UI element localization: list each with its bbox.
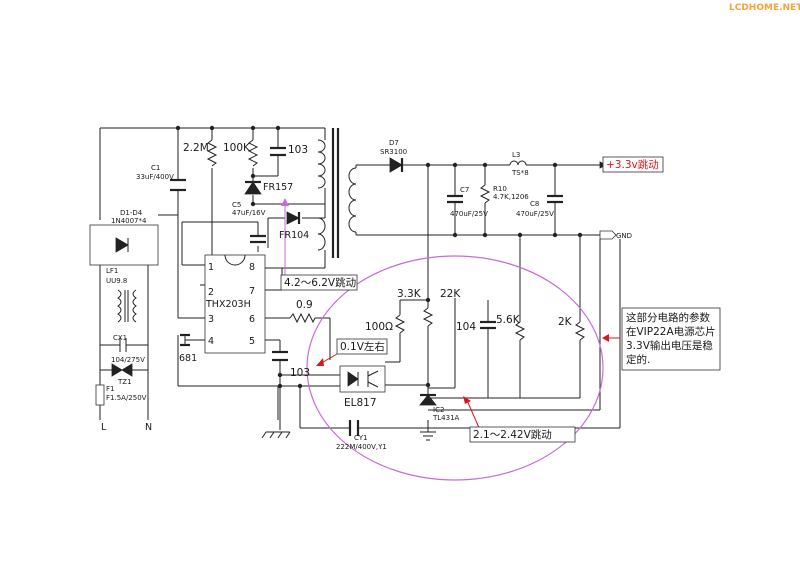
label-ic-pin-8: 8 [249,262,255,273]
pointer-tl431 [465,397,481,431]
label-c7-value: 470uF/25V [450,210,488,218]
transformer [317,128,600,258]
component-labels: C1 33uF/400V D1-D4 1N4007*4 LF1 UU9.8 CX… [101,139,632,451]
label-ic-pin-2: 2 [208,287,214,298]
highlight-ellipse [306,255,604,481]
label-lf1-value: UU9.8 [106,277,127,285]
ic-thx203h [204,254,266,354]
label-ic-pin-4: 4 [208,336,214,347]
label-ic2-value: TL431A [432,414,460,422]
optocoupler-el817 [339,365,386,393]
annotation-pin-voltage: 4.2～6.2V跳动 [284,276,356,289]
annotation-note-line-1: 这部分电路的参数 [626,311,710,324]
diode-fr104 [286,211,300,225]
secondary-winding [348,167,357,233]
label-5k6: 5.6K [496,314,521,326]
label-ic-pin-6: 6 [249,314,255,325]
label-l3-name: L3 [512,151,520,159]
label-cx1: CX1 [113,334,127,342]
annotation-box-opto [336,338,388,355]
label-c8-value: 470uF/25V [516,210,554,218]
annotation-note-line-4: 定的. [626,353,650,366]
resistor-0r9 [289,312,316,324]
resistor-r10 [479,184,491,204]
label-c8-name: C8 [530,200,539,208]
label-c1-name: C1 [151,164,160,172]
label-lf1-name: LF1 [106,267,118,275]
diode-fr157 [244,181,262,195]
label-el817: EL817 [344,397,377,409]
label-2m2: 2.2M [183,142,209,154]
aux-winding [317,217,326,251]
label-22k: 22K [440,288,461,300]
label-0r9: 0.9 [296,299,313,311]
label-fr157: FR157 [263,182,293,193]
annotation-box-output [602,156,664,173]
resistor-3k3 [422,307,434,327]
label-cy1-value: 222M/400V,Y1 [336,443,387,451]
label-cy1-name: CY1 [354,434,368,442]
annotation-box-tl431 [469,426,576,443]
annotation-labels: +3.3v跳动 4.2～6.2V跳动 0.1V左右 2.1～2.42V跳动 这部… [284,158,716,441]
label-ic-pin-5: 5 [249,336,255,347]
label-l3-value: TS*8 [511,169,529,177]
label-3k3: 3.3K [397,288,422,300]
annotation-output-voltage: +3.3v跳动 [606,158,659,171]
gnd-terminal [599,230,617,240]
diode-d7 [389,157,403,173]
label-100k: 100K [223,142,251,154]
label-100ohm: 100Ω [365,321,393,333]
primary-winding [317,139,326,189]
label-r10-name: R10 [493,185,507,193]
resistor-100ohm [394,314,406,334]
annotation-box-pin-voltage [280,274,358,291]
label-c5-name: C5 [232,201,241,209]
watermark: LCDHOME.NET [729,3,800,13]
label-tz1-name: TZ1 [117,378,132,386]
label-tz1-value: 104/275V [111,356,145,364]
annotation-note-line-2: 在VIP22A电源芯片 [626,325,716,338]
label-d7-value: SR3100 [380,148,407,156]
label-ic-pin-3: 3 [208,314,214,325]
label-bridge-name: D1-D4 [120,209,143,217]
label-ic2-name: IC2 [433,406,444,414]
resistor-100k [247,139,259,167]
lf1-coil [117,289,122,323]
label-d7-name: D7 [389,139,399,147]
annotation-box-note [621,307,721,371]
label-103-mid: 103 [290,367,310,379]
label-c1-value: 33uF/400V [136,173,174,181]
annotation-opto-voltage: 0.1V左右 [340,340,385,353]
resistor-2m2 [206,139,218,167]
bridge-diode-symbol [115,237,129,253]
label-103-top: 103 [288,144,308,156]
label-fr104: FR104 [279,230,309,241]
primary-components [170,139,360,436]
input-section [89,224,159,420]
label-bridge-value: 1N4007*4 [111,217,147,225]
label-fuse-value: F1.5A/250V [106,394,147,402]
label-ic-pin-1: 1 [208,262,214,273]
annotation-tl431-voltage: 2.1～2.42V跳动 [473,428,552,441]
resistor-2k [574,321,586,341]
label-ic-name: THX203H [205,299,251,310]
fuse-symbol [95,384,105,406]
label-681: 681 [179,353,197,364]
label-ic-pin-7: 7 [249,286,255,297]
annotation-note-line-3: 3.3V输出电压是稳 [626,339,713,352]
label-104: 104 [456,321,476,333]
label-fuse-name: F1 [106,385,114,393]
label-r10-value: 4.7K,1206 [493,193,529,201]
label-c5-value: 47uF/16V [232,209,266,217]
secondary-section [175,125,621,441]
label-n: N [145,422,152,433]
inductor-l3 [509,160,527,166]
label-c7-name: C7 [460,186,469,194]
label-2k: 2K [558,316,573,328]
label-l: L [101,422,107,433]
resistor-5k6 [514,321,526,341]
label-gnd: GND [616,232,632,240]
